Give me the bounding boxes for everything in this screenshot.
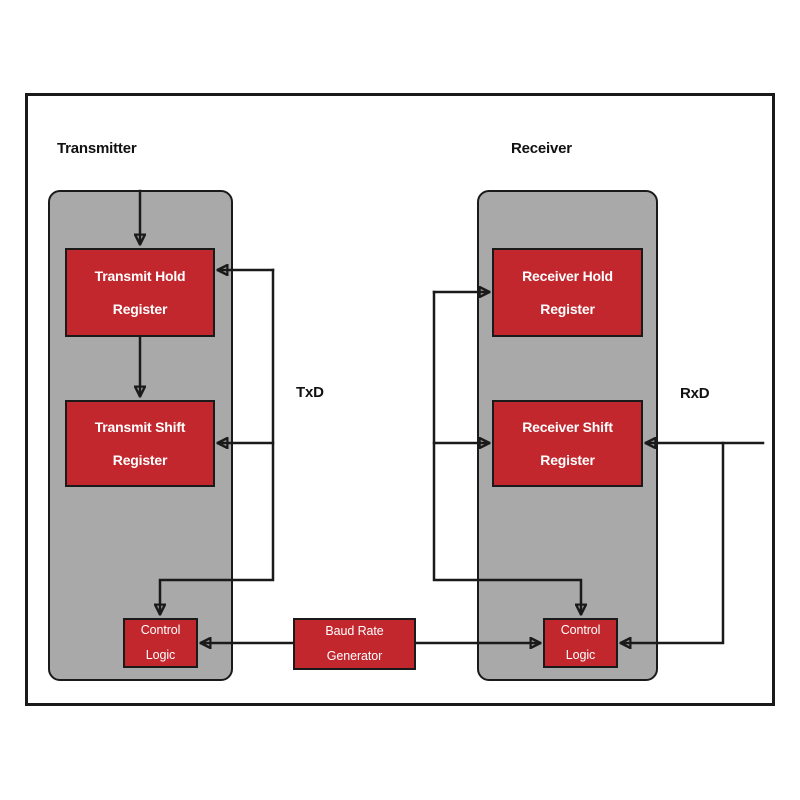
transmit-shift-register-line2: Register — [112, 451, 168, 468]
transmitter-control-logic-line1: Control — [140, 623, 181, 637]
transmit-hold-register-block: Transmit Hold Register — [65, 248, 215, 337]
baud-rate-generator-line2: Generator — [326, 649, 383, 663]
transmit-shift-register-line1: Transmit Shift — [94, 418, 186, 435]
diagram-border — [25, 93, 775, 706]
transmit-hold-register-line1: Transmit Hold — [94, 267, 186, 284]
baud-rate-generator-block: Baud Rate Generator — [293, 618, 416, 670]
rxd-signal-label: RxD — [680, 385, 710, 402]
transmitter-section-label: Transmitter — [57, 140, 137, 157]
receiver-control-logic-block: Control Logic — [543, 618, 618, 668]
baud-rate-generator-line1: Baud Rate — [325, 624, 384, 638]
transmitter-control-logic-line2: Logic — [145, 648, 176, 662]
receiver-shift-register-line1: Receiver Shift — [522, 418, 613, 435]
transmitter-control-logic-block: Control Logic — [123, 618, 198, 668]
receiver-hold-register-line2: Register — [540, 300, 595, 317]
transmit-shift-register-block: Transmit Shift Register — [65, 400, 215, 487]
receiver-control-logic-line2: Logic — [565, 648, 596, 662]
receiver-section-label: Receiver — [511, 140, 572, 157]
receiver-shift-register-block: Receiver Shift Register — [492, 400, 643, 487]
receiver-shift-register-line2: Register — [540, 451, 595, 468]
receiver-hold-register-block: Receiver Hold Register — [492, 248, 643, 337]
receiver-control-logic-line1: Control — [560, 623, 601, 637]
receiver-hold-register-line1: Receiver Hold — [522, 267, 613, 284]
txd-signal-label: TxD — [296, 384, 324, 401]
transmit-hold-register-line2: Register — [112, 300, 168, 317]
